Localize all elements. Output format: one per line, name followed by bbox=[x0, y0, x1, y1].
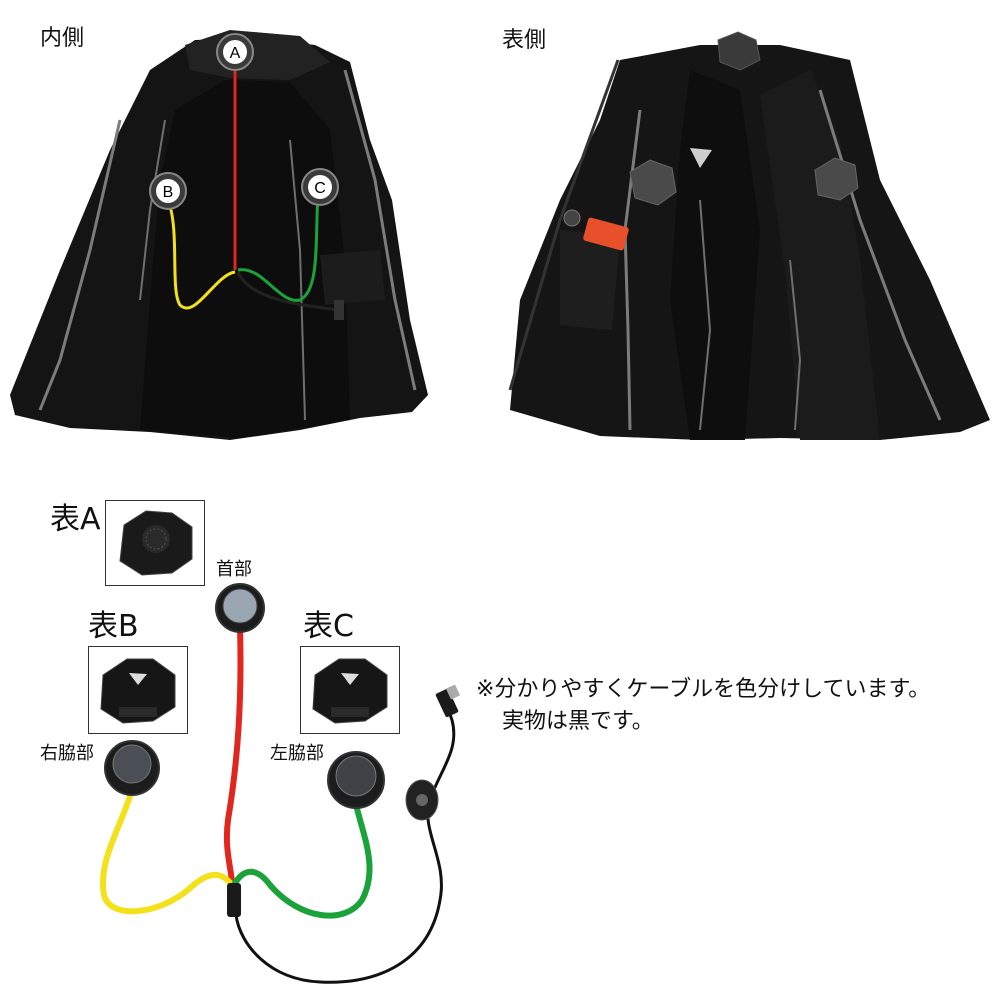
left-armpit-label: 左脇部 bbox=[270, 743, 324, 764]
front-c-label: 表C bbox=[303, 609, 354, 644]
marker-a: A bbox=[216, 33, 254, 71]
cable-main bbox=[232, 694, 456, 984]
svg-text:A: A bbox=[230, 45, 241, 62]
neck-fan bbox=[215, 583, 265, 633]
cable-a-red bbox=[223, 627, 244, 886]
neck-label: 首部 bbox=[216, 559, 252, 580]
inside-cable-c bbox=[237, 194, 320, 302]
fan-c-photo bbox=[300, 646, 400, 734]
marker-b: B bbox=[149, 172, 187, 210]
cable-b-yellow bbox=[100, 789, 235, 915]
left-armpit-fan bbox=[327, 751, 385, 809]
cable-c-green bbox=[231, 804, 373, 919]
color-note-line2: 実物は黒です。 bbox=[502, 709, 654, 734]
fan-b-photo bbox=[88, 646, 188, 734]
battery bbox=[583, 217, 629, 251]
junction-connector bbox=[227, 883, 241, 917]
usb-plug bbox=[435, 684, 461, 718]
svg-text:C: C bbox=[314, 180, 326, 197]
color-note-line1: ※分かりやすくケーブルを色分けしています。 bbox=[476, 677, 931, 702]
right-armpit-label: 右脇部 bbox=[40, 743, 94, 764]
outside-label: 表側 bbox=[502, 28, 547, 53]
inside-cable-b bbox=[166, 199, 236, 310]
inside-label: 内側 bbox=[40, 26, 85, 51]
right-armpit-fan bbox=[104, 740, 160, 796]
svg-text:B: B bbox=[163, 184, 174, 201]
marker-c: C bbox=[301, 168, 339, 206]
front-a-label: 表A bbox=[50, 502, 101, 537]
fan-a-photo bbox=[105, 500, 205, 586]
front-b-label: 表B bbox=[88, 609, 139, 644]
